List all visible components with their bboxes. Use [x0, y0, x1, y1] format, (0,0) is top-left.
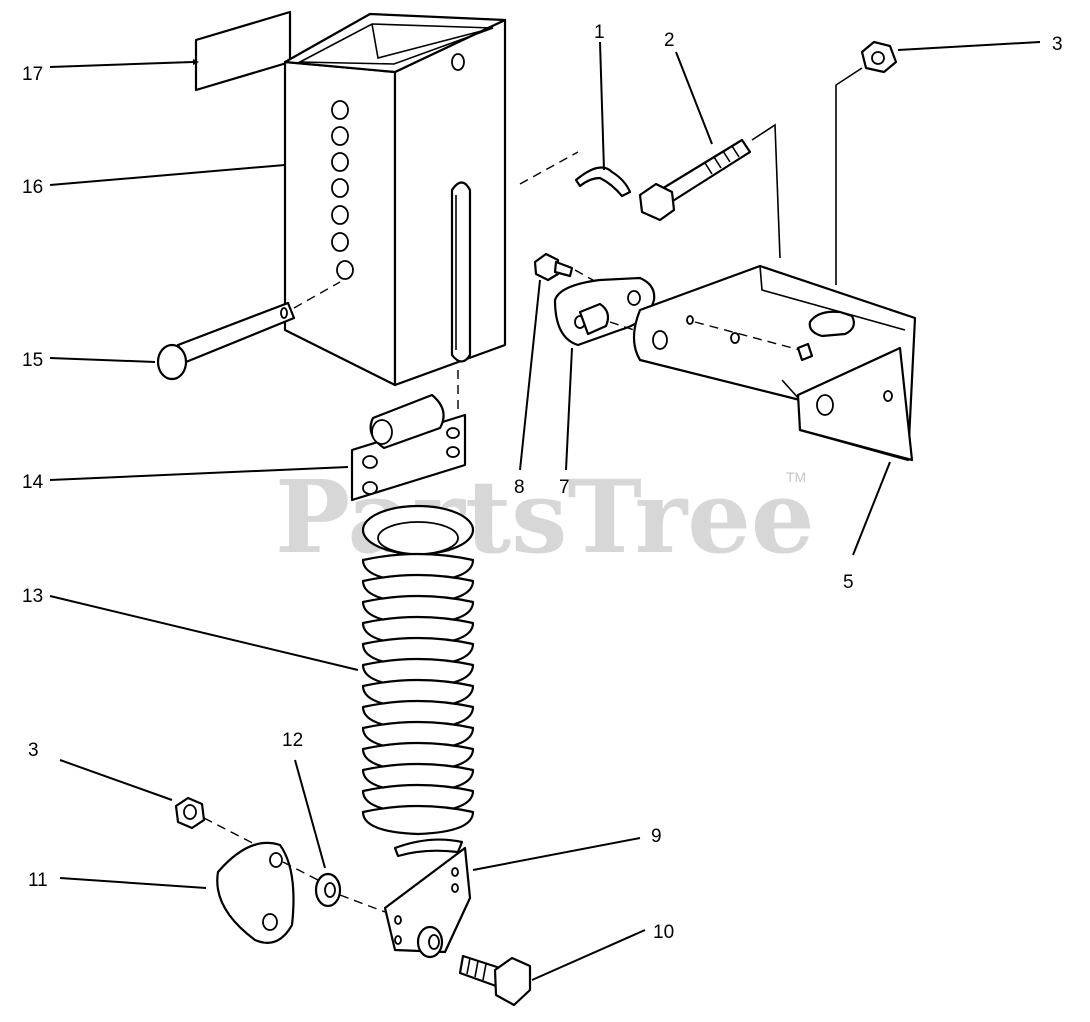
part-1-hair-pin: [519, 151, 632, 198]
part-8-small-bolt: [533, 252, 601, 285]
callout-14: 14: [22, 472, 44, 493]
callout-9: 9: [651, 826, 662, 847]
callout-11: 11: [28, 870, 48, 891]
spring-coil: [361, 636, 475, 668]
callout-3-lower: 3: [28, 740, 39, 761]
spring-coil: [361, 552, 475, 584]
part-10-bolt: [458, 954, 532, 1007]
spring-coil: [361, 678, 475, 710]
spring-coil: [361, 615, 475, 647]
callout-16: 16: [22, 177, 43, 198]
spring-coil: [361, 783, 475, 815]
spring-coil: [361, 720, 475, 752]
watermark-trademark: TM: [786, 469, 806, 485]
callout-17: 17: [22, 64, 43, 85]
part-12-washer: [314, 872, 386, 913]
spring-coil: [361, 699, 475, 731]
part-7-pivot-plate: [553, 276, 656, 347]
callout-7: 7: [559, 477, 570, 498]
part-14-bushing-bracket: [350, 370, 467, 502]
part-5-main-bracket: [632, 264, 917, 462]
part-11-plate: [216, 841, 319, 944]
spring-coil: [361, 741, 475, 773]
callout-2: 2: [664, 30, 675, 51]
spring-coils: [361, 552, 475, 858]
leader-lines: [49, 41, 1041, 981]
callout-15: 15: [22, 350, 43, 371]
part-2-long-bolt: [638, 123, 781, 259]
callout-3-upper: 3: [1052, 34, 1063, 55]
part-17-decal: [194, 10, 292, 92]
callout-1: 1: [594, 22, 605, 43]
part-15-pin: [156, 281, 341, 381]
callout-13: 13: [22, 586, 43, 607]
callout-5: 5: [843, 572, 854, 593]
callout-12: 12: [282, 730, 303, 751]
spring-end: [393, 838, 464, 858]
spring-coil: [361, 573, 475, 605]
spring-coil: [361, 804, 475, 836]
spring-coil: [361, 657, 475, 689]
spring-coil: [361, 594, 475, 626]
callout-8: 8: [514, 477, 525, 498]
part-13-coil-spring: [361, 504, 475, 556]
callout-labels: 17 16 15 14 13 3 11 12 1 2 3 8 7 5 9 10: [22, 22, 1063, 943]
callout-10: 10: [653, 922, 674, 943]
part-16-square-tube: [283, 12, 507, 387]
part-3-nut-upper: [835, 40, 898, 285]
spring-coil: [361, 762, 475, 794]
part-9-lower-bracket: [383, 846, 472, 959]
